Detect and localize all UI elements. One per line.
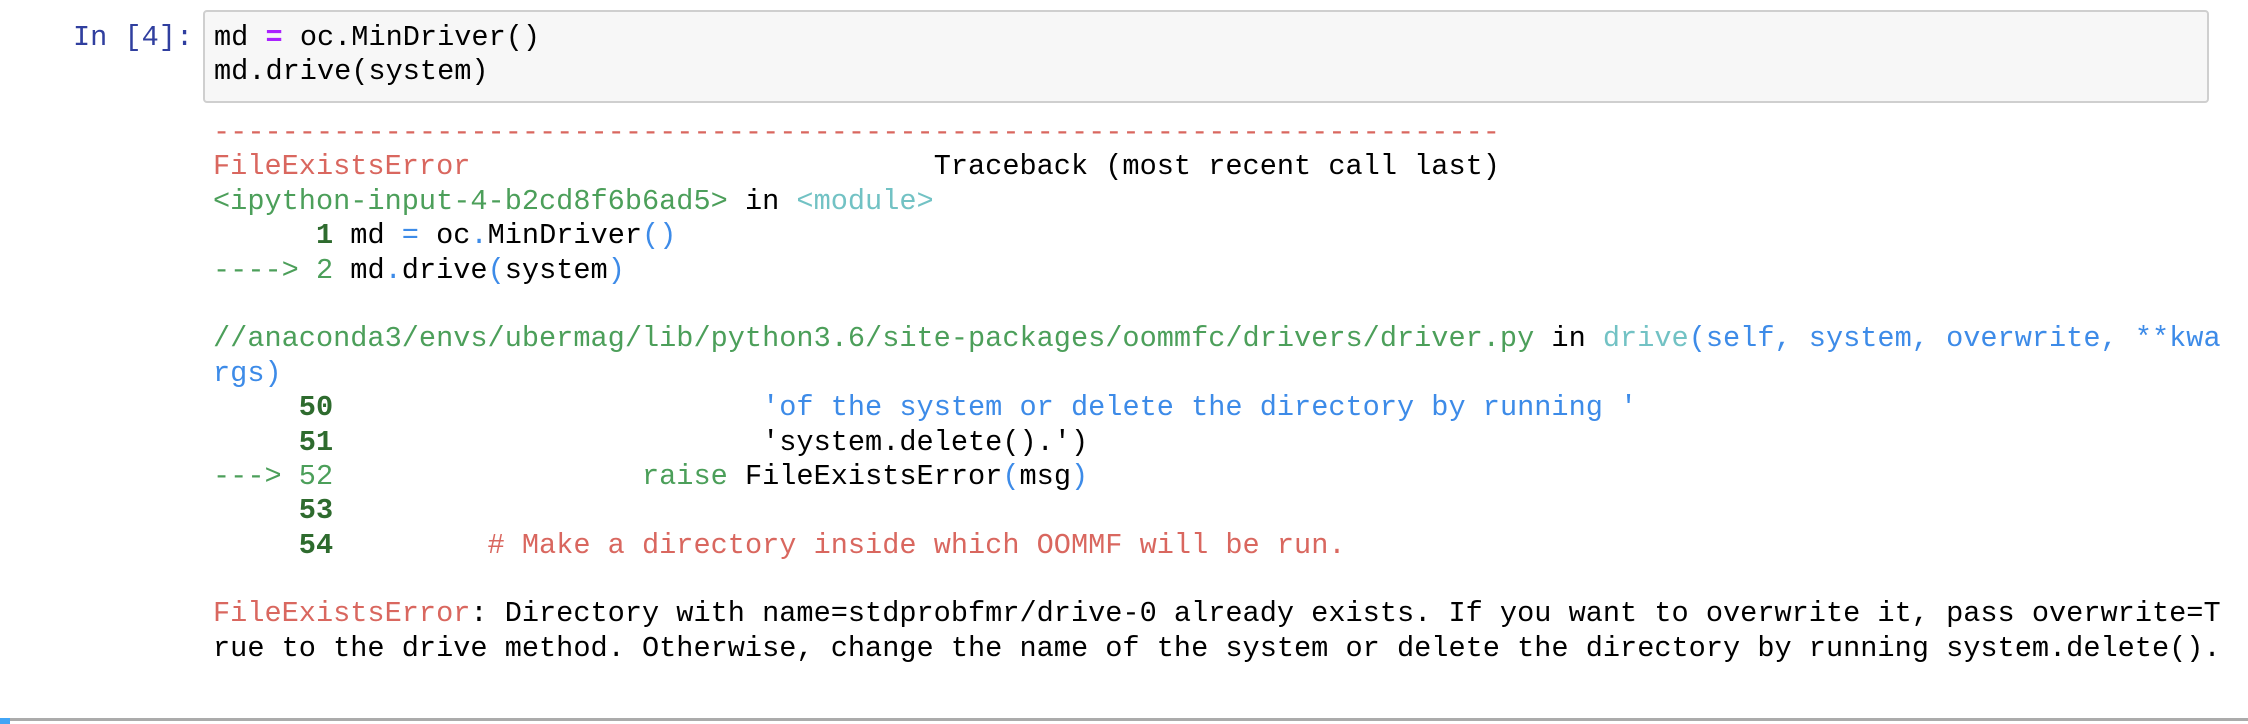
code-text: MinDriver [487,219,643,253]
current-line-arrow: ---> [213,459,299,493]
code-text: oc.MinDriver() [282,21,541,54]
line-number: 50 [298,391,334,425]
error-message-line-1: FileExistsError: Directory with name=std… [213,597,2221,631]
frame-2-header: //anaconda3/envs/ubermag/lib/python3.6/s… [213,322,2221,356]
code-comment: # Make a directory inside which OOMMF wi… [333,528,1346,562]
paren: ) [607,253,625,287]
code-text: system [504,253,608,287]
frame-location: <ipython-input-4-b2cd8f6b6ad5> [213,184,728,218]
selected-cell-indicator [0,718,10,724]
line-number: 1 [315,219,334,253]
frame-args: (self, system, overwrite, **kwa [1688,322,2221,356]
next-cell-border [0,718,2248,721]
frame-2-line-54: 54 # Make a directory inside which OOMMF… [213,529,2221,563]
paren: ( [487,253,505,287]
frame-1-line-1: 1 md = oc.MinDriver() [213,219,2221,253]
frame-1-header: <ipython-input-4-b2cd8f6b6ad5> in <modul… [213,185,2221,219]
code-text: oc [418,219,471,253]
frame-2-line-51: 51 'system.delete().') [213,426,2221,460]
paren: () [642,219,677,253]
line-number: 2 [315,253,334,287]
operator: = [401,219,419,253]
indent [213,219,316,252]
code-editor[interactable]: md = oc.MinDriver() md.drive(system) [214,21,540,89]
frame-in: in [1534,322,1603,356]
code-text: FileExistsError [727,459,1003,493]
traceback-header: FileExistsError Traceback (most recent c… [213,150,2221,184]
code-input-cell[interactable]: md = oc.MinDriver() md.drive(system) [203,10,2209,103]
frame-in: in [727,184,797,218]
indent [213,494,299,527]
spacer [470,150,933,183]
code-line-2: md.drive(system) [214,55,489,88]
frame-function: drive [1602,322,1689,356]
line-number: 51 [298,425,334,459]
indent [213,529,299,562]
paren: ) [1071,459,1089,493]
keyword: raise [333,459,728,493]
frame-2-line-50: 50 'of the system or delete the director… [213,391,2221,425]
line-number: 52 [298,459,334,493]
line-number: 54 [298,528,334,562]
operator: . [384,253,402,287]
indent [213,391,299,424]
code-text: md [333,219,402,253]
code-text: 'system.delete().') [333,425,1089,459]
indent [213,426,299,459]
error-name: FileExistsError [213,150,471,184]
frame-1-line-2: ----> 2 md.drive(system) [213,254,2221,288]
frame-2-line-53: 53 [213,494,2221,528]
operator: . [470,219,488,253]
operator: = [265,21,283,54]
code-text: md [214,21,266,54]
blank-line [213,288,2221,322]
blank-line [213,563,2221,597]
input-prompt: In [4]: [73,21,194,54]
traceback-separator: ----------------------------------------… [213,116,1500,149]
line-number: 53 [298,494,334,528]
code-line-1: md = oc.MinDriver() [214,21,540,54]
frame-2-header-wrap: rgs) [213,356,282,390]
string-literal: 'of the system or delete the directory b… [333,391,1638,425]
error-name: FileExistsError [213,597,471,631]
error-message-line-2: rue to the drive method. Otherwise, chan… [213,631,2221,665]
code-text: msg [1019,459,1071,493]
code-text: drive [401,253,488,287]
paren: ( [1002,459,1020,493]
frame-2-line-52: ---> 52 raise FileExistsError(msg) [213,460,2221,494]
traceback-title: Traceback (most recent call last) [933,150,1500,184]
error-message: : Directory with name=stdprobfmr/drive-0… [470,597,2221,631]
frame-location: //anaconda3/envs/ubermag/lib/python3.6/s… [213,322,1535,356]
traceback-output: ----------------------------------------… [213,116,2221,666]
frame-function: <module> [796,184,934,218]
current-line-arrow: ----> [213,253,316,287]
code-text: md [333,253,385,287]
